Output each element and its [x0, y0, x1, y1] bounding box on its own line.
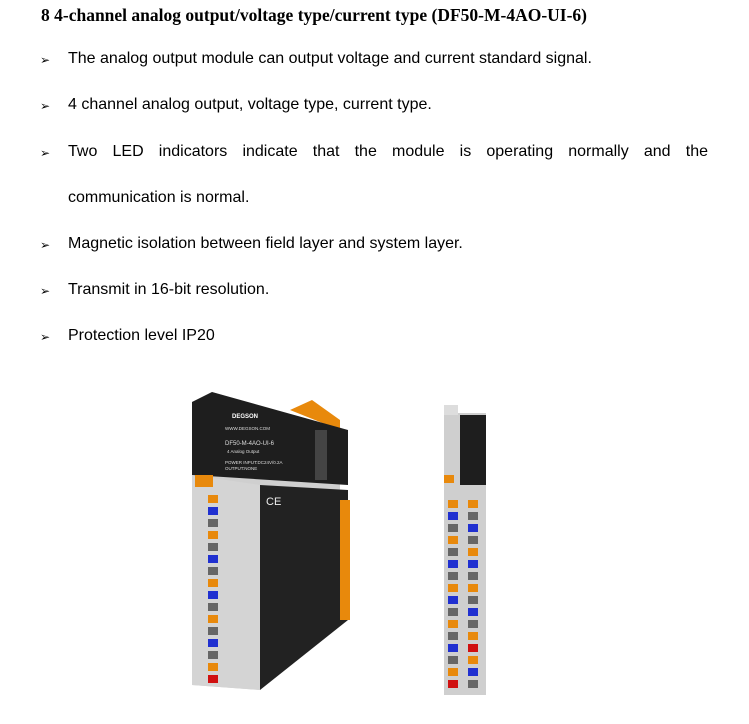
terminal-block	[208, 651, 218, 659]
terminal-block	[448, 656, 458, 664]
brand-label: DEGSON	[232, 414, 258, 420]
terminal-block	[448, 668, 458, 676]
terminal-block	[208, 639, 218, 647]
arrow-bullet-icon: ➢	[40, 238, 51, 252]
terminal-block	[468, 548, 478, 556]
terminal-block	[448, 560, 458, 568]
terminal-block	[208, 675, 218, 683]
desc-label: 4 Analog Output	[227, 449, 260, 454]
arrow-bullet-icon: ➢	[40, 99, 51, 113]
terminal-block	[448, 596, 458, 604]
terminal-block	[468, 620, 478, 628]
terminal-block	[208, 519, 218, 527]
module-image-front: DEGSON WWW.DEGSON.COM DF50-M-4AO-UI-6 4 …	[192, 392, 350, 690]
terminal-block	[468, 572, 478, 580]
bullet-text: communication is normal.	[68, 189, 250, 206]
terminal-block	[448, 644, 458, 652]
output-label: OUTPUT:NONE	[225, 466, 257, 471]
terminal-block	[448, 536, 458, 544]
model-label: DF50-M-4AO-UI-6	[225, 441, 275, 447]
terminal-block	[448, 524, 458, 532]
bullet-text: The analog output module can output volt…	[68, 50, 592, 67]
arrow-bullet-icon: ➢	[40, 53, 51, 67]
terminal-block	[208, 603, 218, 611]
terminal-block	[208, 591, 218, 599]
terminal-block	[448, 584, 458, 592]
terminal-block	[208, 507, 218, 515]
terminal-block	[208, 663, 218, 671]
terminal-block	[448, 680, 458, 688]
section-title: 8 4-channel analog output/voltage type/c…	[41, 5, 588, 25]
bullet-text: 4 channel analog output, voltage type, c…	[68, 96, 432, 113]
bullet-text: Protection level IP20	[68, 327, 215, 344]
arrow-bullet-icon: ➢	[40, 330, 51, 344]
terminal-block	[208, 627, 218, 635]
bullet-text: Transmit in 16-bit resolution.	[68, 281, 270, 298]
terminal-block	[468, 656, 478, 664]
terminal-block	[468, 596, 478, 604]
terminal-block	[208, 615, 218, 623]
terminal-block	[448, 608, 458, 616]
terminal-block	[448, 512, 458, 520]
terminal-block	[468, 632, 478, 640]
terminal-block	[208, 495, 218, 503]
terminal-block	[448, 632, 458, 640]
bullet-text: Two LED indicators indicate that the mod…	[68, 143, 708, 160]
arrow-bullet-icon: ➢	[40, 146, 51, 160]
terminal-block	[468, 680, 478, 688]
terminal-block	[468, 608, 478, 616]
terminal-block	[468, 668, 478, 676]
url-label: WWW.DEGSON.COM	[225, 426, 270, 431]
terminal-block	[468, 644, 478, 652]
terminal-block	[208, 555, 218, 563]
terminal-block	[208, 579, 218, 587]
terminal-block	[468, 524, 478, 532]
terminal-block	[208, 531, 218, 539]
terminal-block	[468, 560, 478, 568]
terminal-block	[468, 584, 478, 592]
terminal-block	[448, 572, 458, 580]
terminal-block	[468, 536, 478, 544]
terminal-block	[208, 543, 218, 551]
arrow-bullet-icon: ➢	[40, 284, 51, 298]
terminal-block	[448, 548, 458, 556]
terminal-block	[448, 500, 458, 508]
terminal-block	[448, 620, 458, 628]
module-image-side	[444, 405, 486, 695]
terminal-block	[468, 512, 478, 520]
power-label: POWER INPUT:DC24V/0.2A	[225, 460, 283, 465]
ce-mark: CE	[266, 496, 281, 508]
bullet-text: Magnetic isolation between field layer a…	[68, 235, 463, 252]
terminal-block	[208, 567, 218, 575]
terminal-block	[468, 500, 478, 508]
